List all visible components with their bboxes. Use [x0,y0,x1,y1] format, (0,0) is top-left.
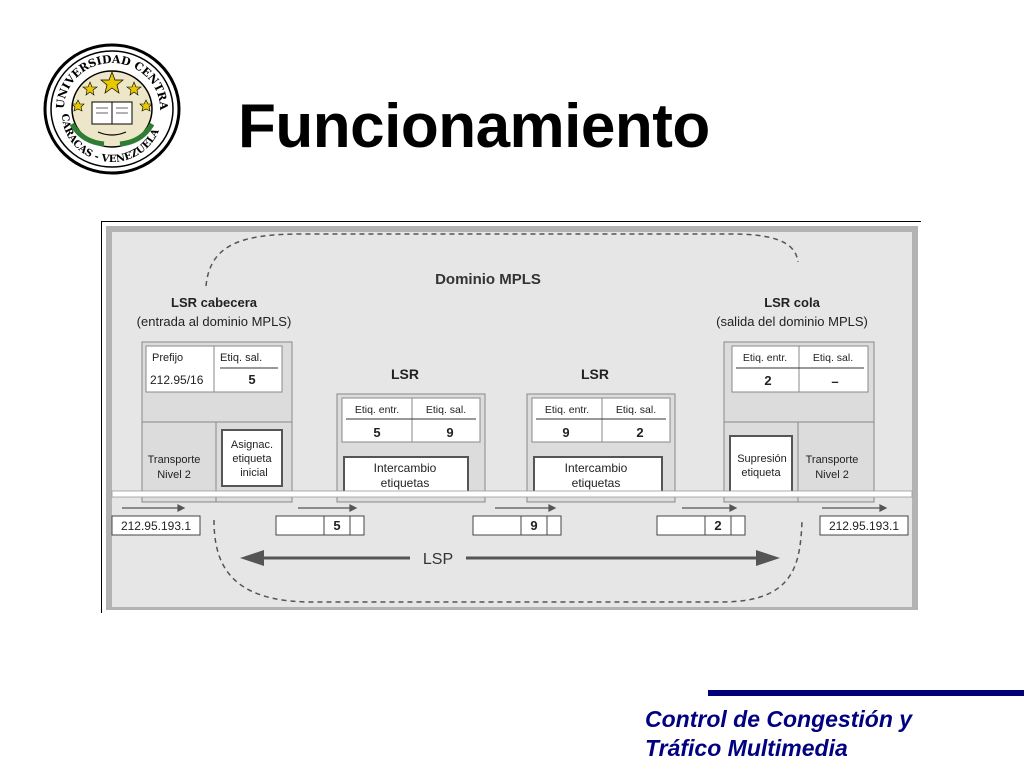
lsr2-col1: Etiq. entr. [545,404,589,416]
assign-line2: etiqueta [232,453,272,465]
lsr2-node: Etiq. entr. Etiq. sal. 9 2 Intercambio e… [526,393,676,503]
packet-label-9-value: 9 [530,518,537,533]
lsr1-in: 5 [373,425,380,440]
lsr1-out: 9 [446,425,453,440]
footer-text: Control de Congestión y Tráfico Multimed… [645,705,912,763]
mpls-diagram: Dominio MPLS LSR cabecera (entrada al do… [101,221,922,614]
head-table-col2: Etiq. sal. [220,352,262,364]
lsp-arrow: LSP [240,550,780,568]
suppress-line1: Supresión [737,453,787,465]
tail-table-col2: Etiq. sal. [813,352,853,364]
head-table-col1: Prefijo [152,352,183,364]
lsr1-exchange-line1: Intercambio [374,461,437,475]
lsr2-exchange-line1: Intercambio [565,461,628,475]
domain-label: Dominio MPLS [435,271,541,288]
lsp-label: LSP [423,551,453,568]
packet-label-2: 2 [656,515,746,536]
packet-label-2-value: 2 [714,518,721,533]
packet-label-5-value: 5 [333,518,340,533]
lsr1-label: LSR [391,366,419,382]
tail-table-in: 2 [764,373,771,388]
network-link [111,490,913,498]
packet-label-9: 9 [472,515,562,536]
packet-ingress-ip: 212.95.193.1 [121,519,191,533]
lsr1-col2: Etiq. sal. [426,404,466,416]
lsr2-col2: Etiq. sal. [616,404,656,416]
footer-line-1: Control de Congestión y [645,706,913,732]
head-table-out: 5 [248,372,255,387]
tail-transport-line1: Transporte [806,454,859,466]
tail-transport-line2: Nivel 2 [815,469,849,481]
university-seal-logo: UNIVERSIDAD CENTRAL CARACAS - VENEZUELA [38,32,182,176]
packet-egress: 212.95.193.1 [819,515,909,536]
head-lsr-node: Prefijo Etiq. sal. 212.95/16 5 Transport… [141,341,293,503]
suppress-line2: etiqueta [741,467,781,479]
head-transport-line1: Transporte [148,454,201,466]
slide-title: Funcionamiento [238,92,710,161]
mpls-domain-boundary [205,233,803,603]
lsr1-col1: Etiq. entr. [355,404,399,416]
lsr2-out: 2 [636,425,643,440]
tail-lsr-node: Etiq. entr. Etiq. sal. 2 – Supresión eti… [723,341,875,503]
packet-ingress: 212.95.193.1 [111,515,201,536]
tail-lsr-title: LSR cola [764,295,820,310]
tail-table-out: – [831,374,838,389]
head-table-prefix: 212.95/16 [150,373,204,387]
head-lsr-subtitle: (entrada al dominio MPLS) [137,314,292,329]
head-transport-line2: Nivel 2 [157,469,191,481]
lsr2-in: 9 [562,425,569,440]
lsr2-exchange-line2: etiquetas [572,476,621,490]
assign-line3: inicial [240,467,268,479]
footer-line-2: Tráfico Multimedia [645,735,848,761]
tail-lsr-subtitle: (salida del dominio MPLS) [716,314,868,329]
packet-label-5: 5 [275,515,365,536]
assign-line1: Asignac. [231,439,273,451]
lsr2-label: LSR [581,366,609,382]
lsr1-node: Etiq. entr. Etiq. sal. 5 9 Intercambio e… [336,393,486,503]
head-lsr-title: LSR cabecera [171,295,258,310]
packet-egress-ip: 212.95.193.1 [829,519,899,533]
lsr1-exchange-line2: etiquetas [381,476,430,490]
tail-table-col1: Etiq. entr. [743,352,787,364]
direction-arrows [122,504,888,512]
footer-accent-bar [708,690,1024,696]
